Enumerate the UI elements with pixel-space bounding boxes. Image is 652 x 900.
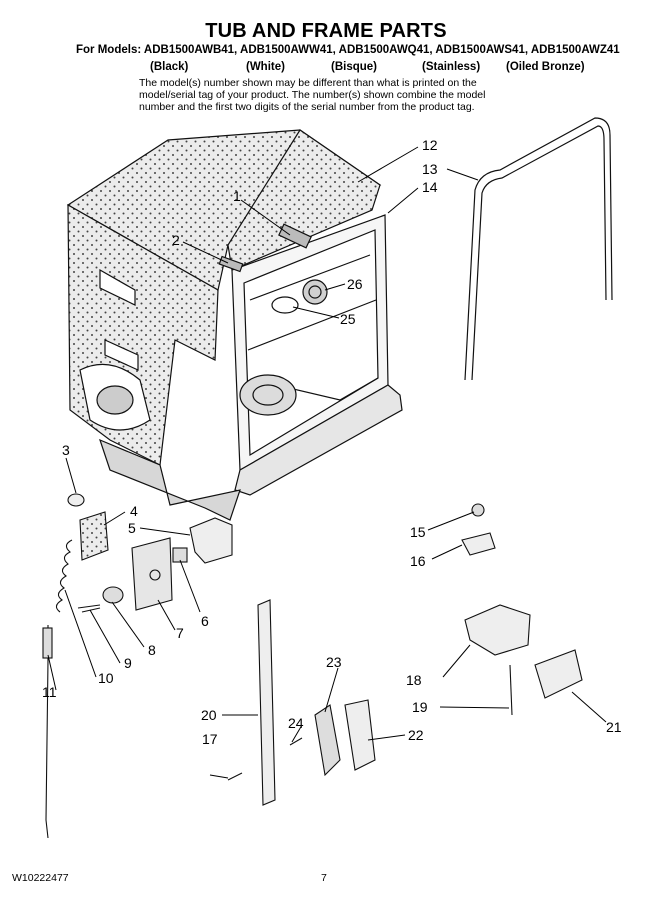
callout-17: 17 (202, 731, 218, 747)
callout-numbers: 1 2 3 4 5 6 7 8 9 10 11 12 13 14 15 16 1… (42, 137, 622, 747)
page-number: 7 (321, 872, 327, 884)
callout-23: 23 (326, 654, 342, 670)
page-title: TUB AND FRAME PARTS (205, 20, 447, 42)
callout-15: 15 (410, 524, 426, 540)
callout-19: 19 (412, 699, 428, 715)
callout-8: 8 (148, 642, 156, 658)
callout-10: 10 (98, 670, 114, 686)
callout-6: 6 (201, 613, 209, 629)
document-number: W10222477 (12, 872, 69, 884)
callout-25: 25 (340, 311, 356, 327)
color-bisque: (Bisque) (331, 61, 377, 73)
lower-left-parts (42, 493, 233, 839)
door-gasket (464, 117, 613, 381)
callout-16: 16 (410, 553, 426, 569)
tub-assembly (66, 129, 403, 521)
note-line-1: The model(s) number shown may be differe… (139, 77, 477, 89)
color-black: (Black) (150, 61, 189, 73)
callout-11: 11 (42, 684, 57, 700)
color-white: (White) (246, 61, 285, 73)
callout-18: 18 (406, 672, 422, 688)
callout-3: 3 (62, 442, 70, 458)
right-side-parts (461, 503, 583, 716)
note-line-3: number and the first two digits of the s… (139, 101, 475, 113)
callout-26: 26 (347, 276, 363, 292)
callout-20: 20 (201, 707, 217, 723)
color-oiled-bronze: (Oiled Bronze) (506, 61, 585, 73)
callout-5: 5 (128, 520, 136, 536)
callout-14: 14 (422, 179, 438, 195)
callout-21: 21 (606, 719, 622, 735)
callout-7: 7 (176, 625, 184, 641)
note-line-2: model/serial tag of your product. The nu… (139, 89, 486, 101)
leader-lines (47, 146, 607, 779)
lower-center-parts (227, 599, 376, 806)
models-line: For Models: ADB1500AWB41, ADB1500AWW41, … (76, 44, 620, 56)
callout-22: 22 (408, 727, 424, 743)
callout-4: 4 (130, 503, 138, 519)
callout-24: 24 (288, 715, 304, 731)
callout-13: 13 (422, 161, 438, 177)
callout-2: 2 (172, 232, 180, 248)
color-stainless: (Stainless) (422, 61, 481, 73)
callout-12: 12 (422, 137, 438, 153)
callout-1: 1 (233, 188, 241, 204)
callout-9: 9 (124, 655, 132, 671)
